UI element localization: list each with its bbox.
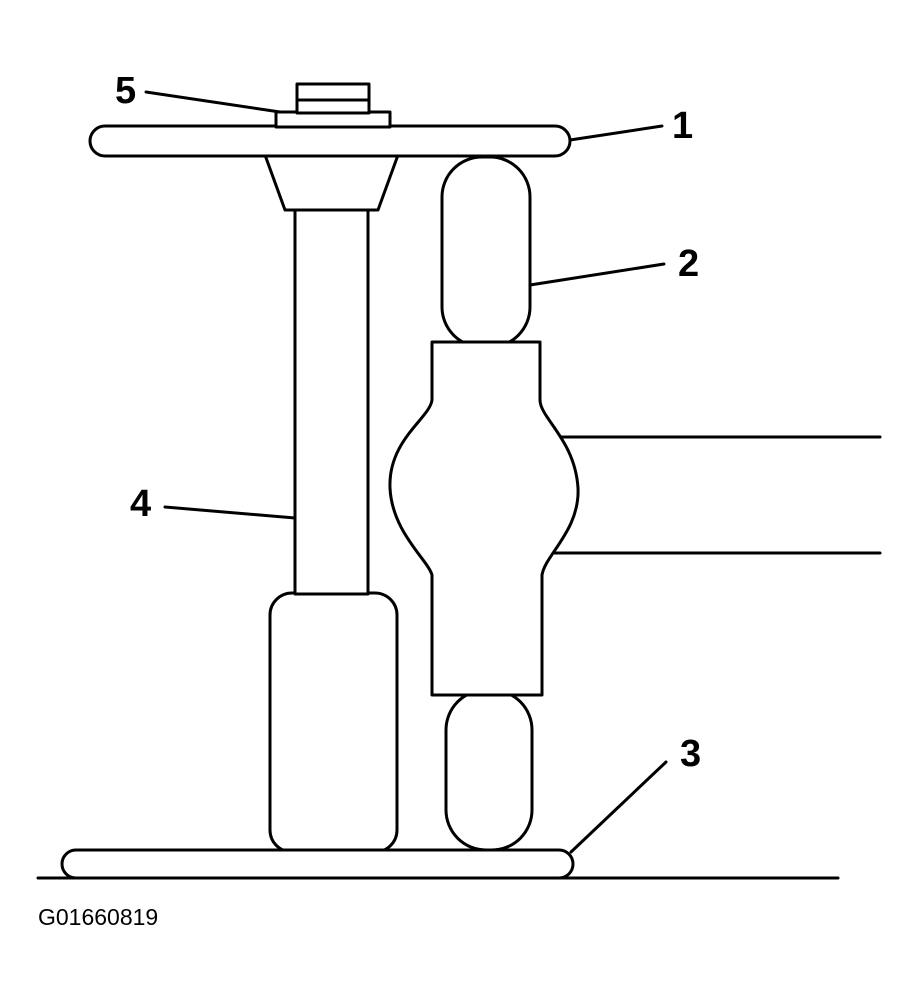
forcing-screw [293,208,370,596]
leader-line-3 [569,760,668,854]
ball-joint-stud-lower [444,688,534,852]
ball-joint-housing [388,340,580,697]
press-cone-adapter [263,153,400,212]
callout-5: 5 [115,70,136,112]
callout-2: 2 [678,243,699,285]
leader-line-5 [144,90,282,114]
upper-plate [88,124,572,158]
leader-line-2 [528,262,666,287]
callout-1: 1 [672,105,693,147]
press-body-lower [268,591,399,854]
ball-joint-stud-upper [440,155,532,349]
callout-4: 4 [130,483,151,525]
leader-line-4 [163,505,297,520]
leader-line-1 [568,124,664,142]
figure-code: G01660819 [38,904,158,930]
callout-3: 3 [680,733,701,775]
lower-plate [60,848,575,880]
